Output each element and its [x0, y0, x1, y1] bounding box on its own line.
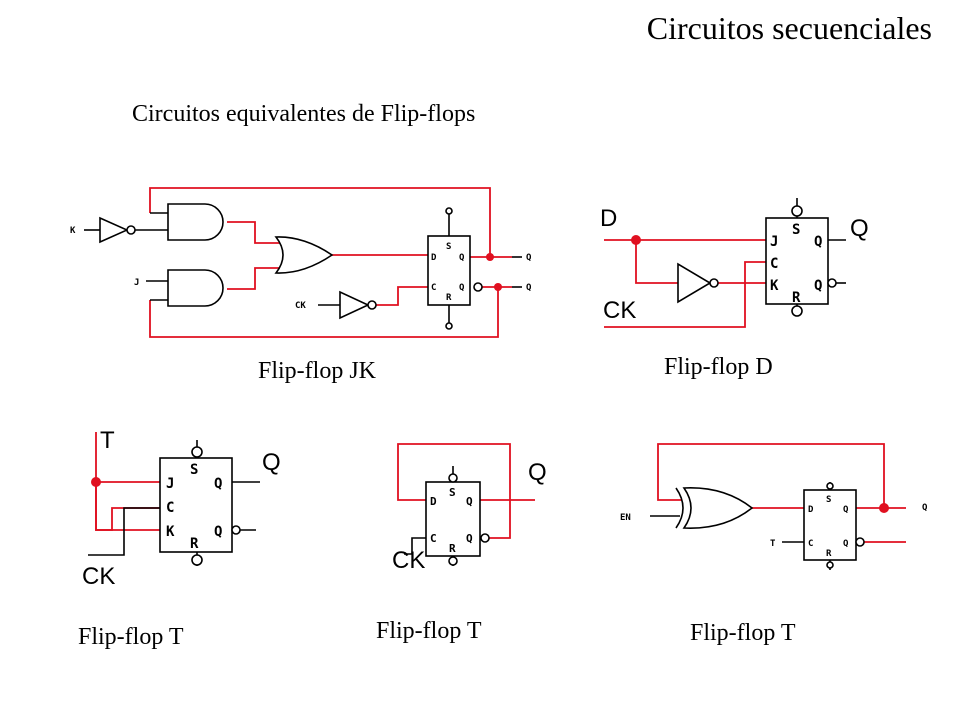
t1-label-q-inside: Q	[214, 476, 222, 492]
d-label-q-inside: Q	[814, 234, 822, 250]
d-label-c: C	[770, 256, 778, 272]
slide-subtitle: Circuitos equivalentes de Flip-flops	[132, 101, 476, 127]
jk-feedback-q-wire	[149, 187, 491, 257]
diagram-flip-flop-t-xor: EN T D C S R Q Q Q	[620, 443, 928, 570]
t3-label-en: EN	[620, 513, 631, 523]
t1-label-c: C	[166, 500, 174, 516]
t1-label-t-in: T	[100, 427, 115, 454]
t2-label-qn-inside: Q	[466, 532, 473, 545]
t3-label-s: S	[826, 495, 831, 505]
jk-label-j: J	[134, 278, 139, 288]
t3-xor-gate	[682, 487, 754, 529]
jk-and-gate-1	[167, 203, 224, 241]
d-label-r: R	[792, 290, 801, 306]
t2-feedback-wire	[397, 443, 511, 539]
jk-feedback-qn-wire	[149, 287, 499, 338]
t1-ck-wire	[88, 507, 160, 556]
jk-label-qn-inside: Q	[459, 283, 465, 293]
t1-label-ck-in: CK	[82, 563, 115, 590]
t3-label-q-inside: Q	[843, 505, 849, 515]
d-not-gate	[677, 262, 712, 304]
jk-and2-to-or-wire	[227, 267, 280, 290]
diagram-flip-flop-d: D CK J C K S R Q Q Q	[600, 198, 869, 328]
jk-not-gate-k	[99, 216, 129, 244]
t3-label-c: C	[808, 539, 813, 549]
jk-label-qn-out: Q	[526, 283, 532, 293]
t1-k-wire	[95, 482, 160, 531]
jk-and-gate-2	[167, 269, 224, 307]
jk-label-c: C	[431, 283, 436, 293]
slide-title: Circuitos secuenciales	[646, 10, 932, 46]
d-branch-wire	[635, 240, 678, 284]
d-label-s: S	[792, 222, 800, 238]
t1-label-qn-inside: Q	[214, 524, 222, 540]
jk-label-s: S	[446, 242, 451, 252]
d-label-q-out: Q	[850, 215, 869, 242]
d-flip-flop-box	[765, 217, 829, 305]
caption-flip-flop-t-2: Flip-flop T	[376, 618, 482, 644]
d-label-ck-in: CK	[603, 297, 636, 324]
t2-label-q-out: Q	[528, 459, 547, 486]
t3-label-t: T	[770, 539, 776, 549]
jk-or-gate	[274, 236, 334, 274]
t2-label-c: C	[430, 532, 437, 545]
t3-feedback-wire	[657, 443, 885, 508]
diagram-flip-flop-jk: K J CK D C S R Q Q Q Q	[70, 187, 532, 338]
t3-label-q-out: Q	[922, 503, 928, 513]
t3-label-qn-inside: Q	[843, 539, 849, 549]
jk-label-d: D	[431, 253, 437, 263]
jk-not-gate-ck	[339, 290, 370, 320]
t3-flip-flop-box	[803, 489, 857, 561]
d-ck-wire	[604, 261, 766, 328]
t2-label-ck-in: CK	[392, 547, 425, 574]
jk-label-ck: CK	[295, 301, 306, 311]
t2-label-s: S	[449, 486, 456, 499]
caption-flip-flop-d: Flip-flop D	[664, 354, 773, 380]
jk-and1-to-or-wire	[227, 221, 280, 244]
t1-label-k: K	[166, 524, 175, 540]
t1-label-r: R	[190, 536, 199, 552]
t2-label-d: D	[430, 495, 437, 508]
d-label-qn-inside: Q	[814, 278, 822, 294]
jk-flip-flop-box	[427, 235, 471, 306]
jk-ck-to-c-wire	[372, 286, 428, 306]
t2-ck-wire	[404, 537, 426, 555]
t2-label-r: R	[449, 542, 456, 555]
jk-label-q-out: Q	[526, 253, 532, 263]
jk-label-k: K	[70, 226, 76, 236]
caption-flip-flop-jk: Flip-flop JK	[258, 358, 377, 384]
d-label-j: J	[770, 234, 778, 250]
d-label-k: K	[770, 278, 779, 294]
caption-flip-flop-t-1: Flip-flop T	[78, 624, 184, 650]
jk-label-r: R	[446, 293, 452, 303]
t1-label-s: S	[190, 462, 198, 478]
t3-label-d: D	[808, 505, 814, 515]
t1-label-q-out: Q	[262, 449, 281, 476]
t1-label-j: J	[166, 476, 174, 492]
t2-label-q-inside: Q	[466, 495, 473, 508]
caption-flip-flop-t-3: Flip-flop T	[690, 620, 796, 646]
diagram-flip-flop-t-jk: T CK J C K S R Q Q Q	[82, 427, 281, 590]
diagram-flip-flop-t-d: CK D C S R Q Q Q	[392, 443, 547, 574]
t3-label-r: R	[826, 549, 832, 559]
jk-label-q-inside: Q	[459, 253, 465, 263]
t1-flip-flop-box	[159, 457, 233, 553]
d-label-d-in: D	[600, 205, 617, 232]
